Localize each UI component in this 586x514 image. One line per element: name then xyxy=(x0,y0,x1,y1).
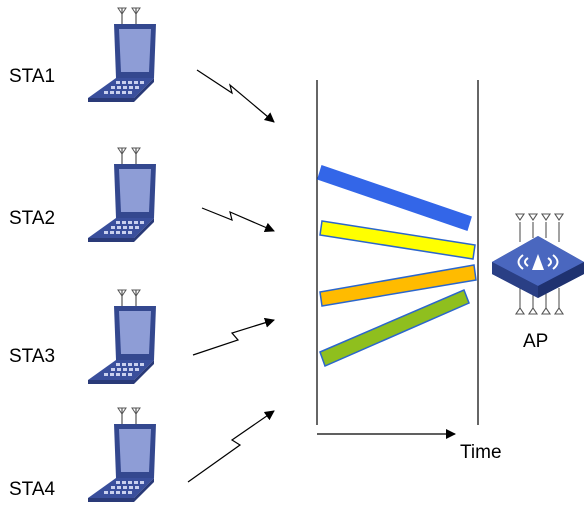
sta2-signal-arrow xyxy=(201,207,275,233)
sta4-signal-arrow xyxy=(187,410,275,483)
access-point-icon xyxy=(492,213,584,315)
frame-bar-1 xyxy=(317,165,472,231)
sta3-signal-arrow xyxy=(192,317,275,356)
sta1-signal-arrow xyxy=(196,69,275,123)
sta3-laptop-icon xyxy=(87,289,157,385)
sta4-laptop-icon xyxy=(87,407,157,503)
frame-bar-3 xyxy=(319,264,477,307)
sta2-label: STA2 xyxy=(9,208,55,229)
frame-bar-4 xyxy=(319,289,470,368)
ap-label: AP xyxy=(523,331,548,352)
sta2-laptop-icon xyxy=(87,147,157,243)
time-axis-label: Time xyxy=(460,442,502,463)
sta4-label: STA4 xyxy=(9,479,56,500)
frame-bar-2 xyxy=(319,220,476,260)
sta3-label: STA3 xyxy=(9,346,55,367)
sta1-label: STA1 xyxy=(9,66,55,87)
sta1-laptop-icon xyxy=(87,7,157,103)
